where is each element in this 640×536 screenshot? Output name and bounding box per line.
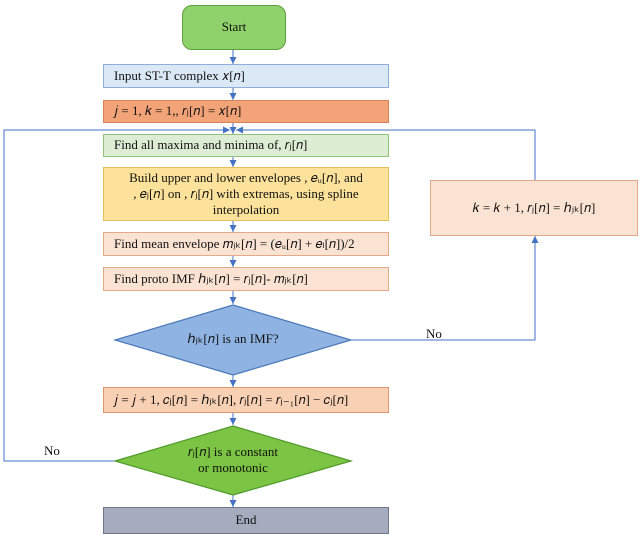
monotonic-no-label: No — [44, 443, 60, 458]
k-update-step: 𝑘 = 𝑘 + 1, 𝑟ⱼ[𝑛] = ℎⱼₖ[𝑛] — [430, 180, 638, 236]
initialize-step-label: 𝑗 = 1, 𝑘 = 1,, 𝑟ⱼ[𝑛] = 𝑥[𝑛] — [114, 103, 242, 119]
update-residue-step: 𝑗 = 𝑗 + 1, 𝑐ⱼ[𝑛] = ℎⱼₖ[𝑛], 𝑟ⱼ[𝑛] = 𝑟ⱼ₋₁[… — [103, 387, 389, 413]
build-envelopes-step: Build upper and lower envelopes , 𝑒ᵤ[𝑛],… — [103, 167, 389, 221]
end-node: End — [103, 507, 389, 534]
imf-check-diamond — [112, 304, 354, 376]
find-extrema-step: Find all maxima and minima of, 𝑟ⱼ[𝑛] — [103, 134, 389, 157]
update-residue-step-label: 𝑗 = 𝑗 + 1, 𝑐ⱼ[𝑛] = ℎⱼₖ[𝑛], 𝑟ⱼ[𝑛] = 𝑟ⱼ₋₁[… — [114, 391, 349, 407]
edge-imf-no-to-k-update — [351, 236, 539, 341]
find-extrema-step-label: Find all maxima and minima of, 𝑟ⱼ[𝑛] — [114, 137, 308, 153]
input-step: Input ST-T complex 𝑥[𝑛] — [103, 64, 389, 88]
proto-imf-step-label: Find proto IMF ℎⱼₖ[𝑛] = 𝑟ⱼ[𝑛]- 𝑚ⱼₖ[𝑛] — [114, 270, 308, 286]
edge-monotonic-no-to-extrema — [3, 126, 230, 462]
edge-k-update-to-extrema — [236, 126, 536, 180]
initialize-step: 𝑗 = 1, 𝑘 = 1,, 𝑟ⱼ[𝑛] = 𝑥[𝑛] — [103, 100, 389, 123]
start-label: Start — [221, 19, 247, 35]
monotonic-check-diamond — [112, 425, 354, 496]
start-node: Start — [182, 5, 286, 50]
mean-envelope-step-label: Find mean envelope 𝑚ⱼₖ[𝑛] = (𝑒ᵤ[𝑛] + 𝑒ₗ[… — [114, 235, 355, 251]
input-step-label: Input ST-T complex 𝑥[𝑛] — [114, 67, 245, 83]
k-update-step-label: 𝑘 = 𝑘 + 1, 𝑟ⱼ[𝑛] = ℎⱼₖ[𝑛] — [472, 199, 596, 215]
build-envelopes-step-label: Build upper and lower envelopes , 𝑒ᵤ[𝑛],… — [129, 169, 363, 218]
imf-check-label: ℎⱼₖ[𝑛] is an IMF? — [187, 331, 279, 346]
proto-imf-step: Find proto IMF ℎⱼₖ[𝑛] = 𝑟ⱼ[𝑛]- 𝑚ⱼₖ[𝑛] — [103, 267, 389, 291]
mean-envelope-step: Find mean envelope 𝑚ⱼₖ[𝑛] = (𝑒ᵤ[𝑛] + 𝑒ₗ[… — [103, 232, 389, 256]
imf-no-label: No — [426, 326, 442, 341]
end-label: End — [235, 512, 257, 528]
monotonic-check-label: 𝑟ⱼ[𝑛] is a constant or monotonic — [187, 444, 279, 476]
